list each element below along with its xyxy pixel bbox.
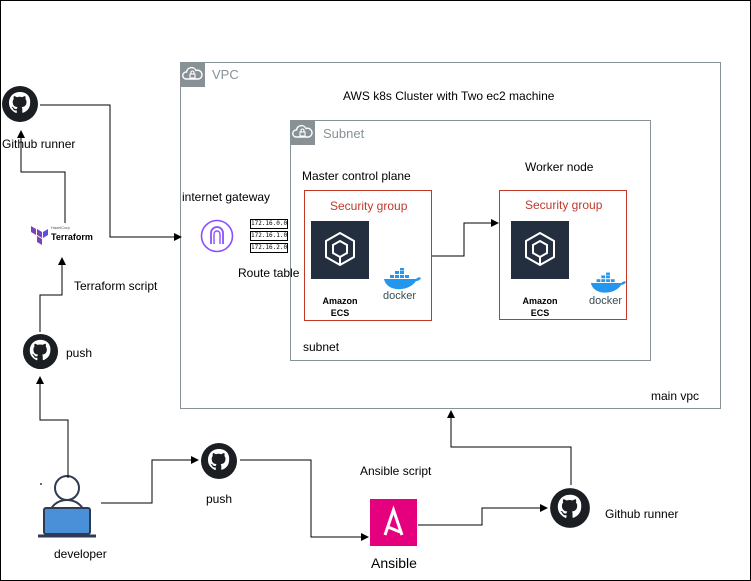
connector-line bbox=[39, 257, 66, 332]
terraform-small-label: HashiCorp bbox=[51, 225, 70, 230]
ansible-script-label: Ansible script bbox=[360, 464, 432, 478]
ecs-icon bbox=[311, 221, 369, 279]
worker-ecs-label-2: ECS bbox=[530, 308, 550, 318]
github-icon bbox=[22, 333, 59, 370]
push-left-label: push bbox=[66, 346, 93, 360]
route-table-icon: 172.16.0.0 172.16.1.0 172.16.2.0 bbox=[250, 219, 288, 253]
terraform-name-label: Terraform bbox=[51, 232, 93, 242]
connector-line bbox=[40, 104, 182, 241]
subnet-box bbox=[290, 120, 651, 361]
github-icon bbox=[1, 85, 39, 123]
vpc-cloud-icon bbox=[180, 62, 205, 87]
docker-icon bbox=[589, 272, 627, 294]
push-middle-label: push bbox=[206, 492, 233, 506]
master-ecs-label-2: ECS bbox=[330, 308, 350, 318]
docker-icon bbox=[382, 268, 422, 290]
connector-line bbox=[36, 376, 69, 478]
master-security-group bbox=[304, 190, 432, 321]
diagram-title: AWS k8s Cluster with Two ec2 machine bbox=[343, 89, 555, 103]
connector-line bbox=[101, 456, 199, 504]
internet-gateway-label: internet gateway bbox=[182, 190, 271, 204]
route-entry: 172.16.1.0 bbox=[250, 231, 288, 241]
master-security-group-label: Security group bbox=[330, 199, 408, 213]
route-entry: 172.16.0.0 bbox=[250, 219, 288, 229]
developer-icon bbox=[36, 470, 98, 540]
ansible-icon bbox=[370, 499, 417, 546]
connector-line bbox=[240, 459, 369, 541]
github-icon bbox=[200, 442, 238, 480]
connector-line bbox=[447, 410, 572, 485]
worker-security-group-label: Security group bbox=[525, 198, 603, 212]
github-runner-bottom-label: Github runner bbox=[605, 507, 679, 521]
ecs-icon bbox=[511, 221, 569, 279]
ansible-label: Ansible bbox=[371, 555, 417, 571]
internet-gateway-icon bbox=[200, 219, 234, 253]
vpc-label: VPC bbox=[212, 67, 239, 82]
worker-security-group bbox=[499, 190, 627, 320]
master-ecs-label-1: Amazon bbox=[322, 296, 358, 306]
github-runner-top-label: Github runner bbox=[2, 137, 76, 151]
terraform-script-label: Terraform script bbox=[74, 279, 158, 293]
route-table-label: Route table bbox=[238, 266, 300, 280]
subnet-label: Subnet bbox=[323, 126, 365, 141]
connector-line bbox=[418, 504, 548, 526]
terraform-logo: HashiCorp Terraform bbox=[31, 224, 93, 248]
vpc-footer-label: main vpc bbox=[651, 389, 700, 403]
subnet-footer-label: subnet bbox=[303, 340, 340, 354]
route-entry: 172.16.2.0 bbox=[250, 243, 288, 253]
connector-line bbox=[432, 219, 499, 257]
subnet-cloud-icon bbox=[290, 120, 315, 145]
worker-docker-label: docker bbox=[589, 295, 623, 307]
worker-title: Worker node bbox=[525, 160, 594, 174]
connector-line bbox=[17, 130, 66, 223]
master-docker-label: docker bbox=[383, 290, 417, 302]
worker-ecs-label-1: Amazon bbox=[522, 296, 558, 306]
developer-label: developer bbox=[54, 547, 107, 561]
github-icon bbox=[549, 487, 591, 529]
master-title: Master control plane bbox=[302, 169, 411, 183]
